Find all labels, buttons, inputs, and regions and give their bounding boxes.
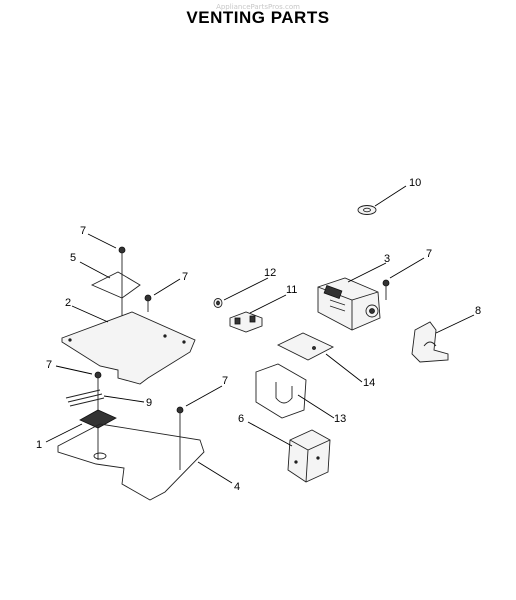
callout-7-left: 7	[46, 359, 52, 371]
callout-7-upper: 7	[80, 225, 86, 237]
callout-11: 11	[286, 284, 297, 296]
callout-9: 9	[146, 397, 152, 409]
callout-labels: 10 3 7 8 12 11 14 13 6 7 5 7 2 7 9 1 7 4	[36, 177, 481, 493]
callout-13: 13	[334, 413, 346, 425]
callout-7-center: 7	[222, 375, 228, 387]
part-4-base-pan	[57, 423, 205, 501]
part-3-blower	[317, 277, 381, 331]
callout-5: 5	[70, 252, 76, 264]
leader-lines	[45, 185, 475, 484]
part-1-filter	[79, 409, 117, 429]
callout-7-mid: 7	[182, 271, 188, 283]
callout-1: 1	[36, 439, 42, 451]
part-7-screw-blower	[382, 279, 390, 300]
callout-10: 10	[409, 177, 421, 189]
callout-7-blower: 7	[426, 248, 432, 260]
callout-8: 8	[475, 305, 481, 317]
callout-12: 12	[264, 267, 276, 279]
page-title: VENTING PARTS	[186, 8, 330, 27]
part-7-screw-center	[176, 406, 184, 470]
part-9-wires	[65, 389, 105, 407]
callout-4: 4	[234, 481, 240, 493]
part-8-bracket	[411, 321, 449, 363]
part-5-cover	[90, 271, 141, 299]
part-2-vent-panel	[61, 311, 196, 385]
part-13-gasket	[255, 363, 307, 419]
callout-6: 6	[238, 413, 244, 425]
callout-2: 2	[65, 297, 71, 309]
part-14-plate	[276, 332, 335, 361]
callout-3: 3	[384, 253, 390, 265]
part-7-screw-mid	[144, 294, 152, 312]
part-11-terminal-block	[229, 311, 263, 333]
part-12-grommet	[213, 298, 223, 308]
callout-14: 14	[363, 377, 375, 389]
watermark: AppliancePartsPros.com	[216, 3, 300, 11]
part-10-washer	[357, 205, 377, 215]
part-6-duct-box	[287, 429, 331, 483]
